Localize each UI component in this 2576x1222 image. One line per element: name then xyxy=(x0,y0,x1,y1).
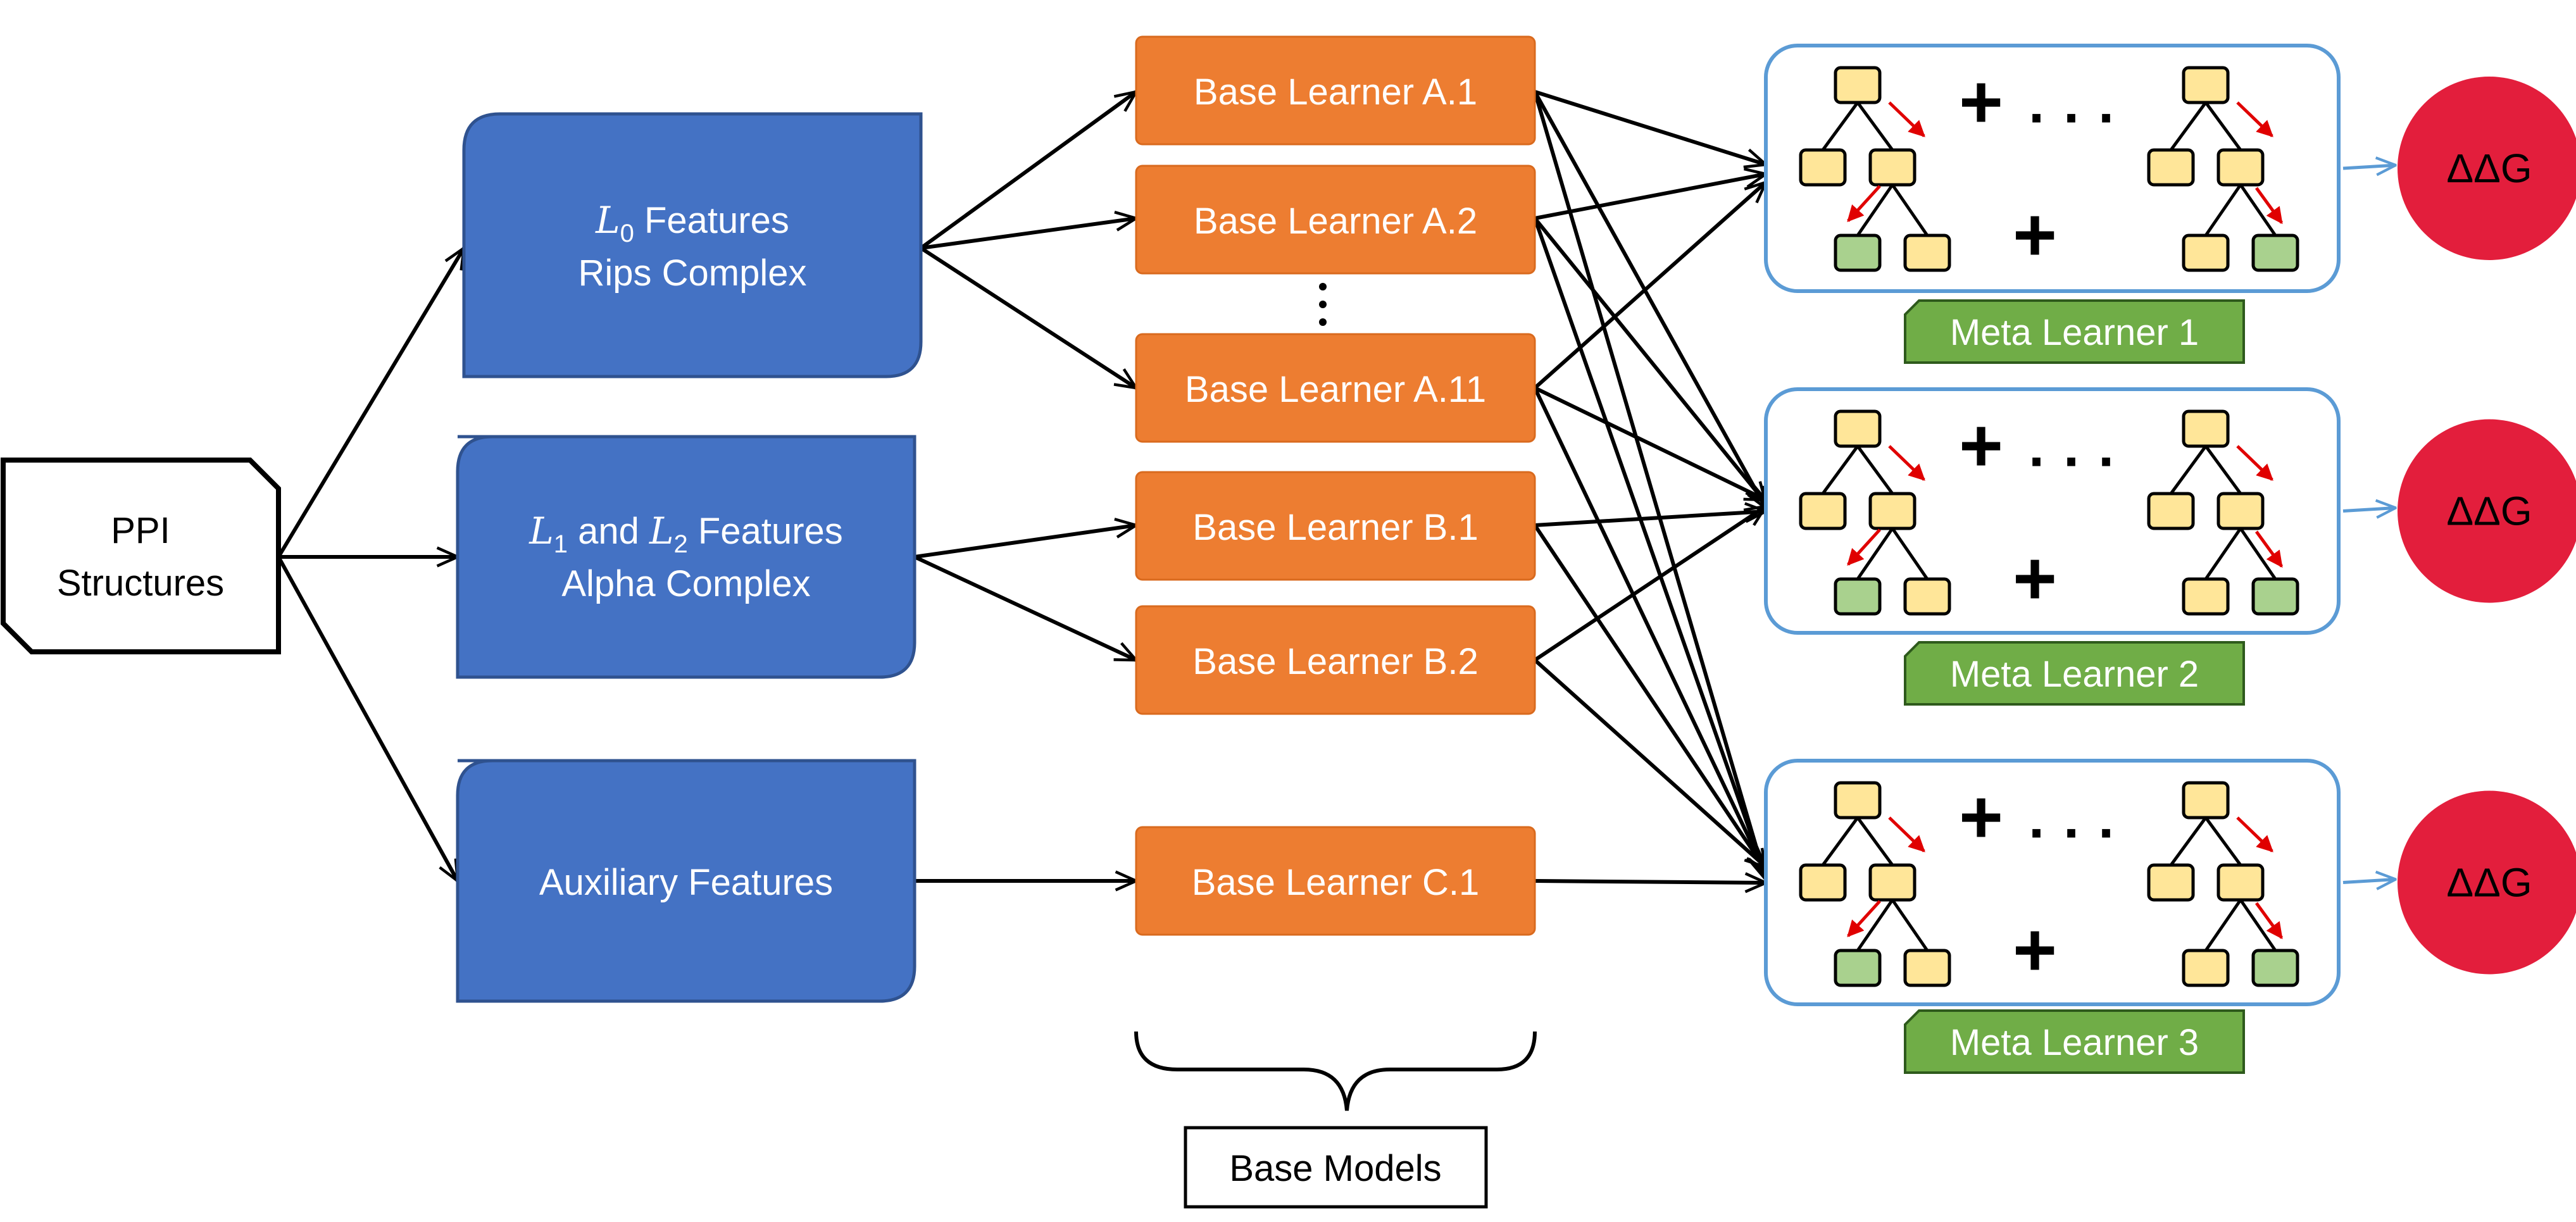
arrow-l1l2-to-b2 xyxy=(913,555,1136,662)
meta-learner-label-bg xyxy=(1904,1009,2245,1074)
feature-box-auxiliary: Auxiliary Features xyxy=(456,759,916,1003)
meta-learner-panel xyxy=(1764,759,2341,1006)
base-learner-a11: Base Learner A.11 xyxy=(1135,333,1536,443)
ppi-label-line2: Structures xyxy=(57,563,224,604)
feature-box-l1-l2: L1 and L2 Features Alpha Complex xyxy=(456,435,916,679)
plus-symbol: + xyxy=(2013,907,2057,992)
base-learner-b2: Base Learner B.2 xyxy=(1135,605,1536,715)
meta-learner-label: Meta Learner 2 xyxy=(1950,654,2199,695)
base-models-brace: Base Models xyxy=(1134,1031,1537,1209)
meta-learner-1: + · · · + Meta Learner 1 ΔΔG xyxy=(1764,44,2576,364)
plus-symbol: + xyxy=(1959,59,2003,144)
meta-learners: + · · · + Meta Learner 1 ΔΔG + · · · + Meta Lear… xyxy=(1764,44,2576,1074)
svg-text:Base Learner B.1: Base Learner B.1 xyxy=(1192,507,1478,548)
svg-text:Base Learner A.1: Base Learner A.1 xyxy=(1194,72,1477,113)
ellipsis-symbol: · · · xyxy=(2029,430,2117,494)
arrow-l0-to-a11 xyxy=(920,246,1136,388)
ddg-output-circle xyxy=(2398,77,2576,260)
arrow-l1l2-to-b1 xyxy=(914,525,1136,559)
tree-icon xyxy=(1799,409,1951,616)
base-models-label: Base Models xyxy=(1229,1148,1441,1189)
plus-symbol: + xyxy=(1959,775,2003,859)
ddg-output-label: ΔΔG xyxy=(2446,489,2532,534)
base-learner-a2: Base Learner A.2 xyxy=(1135,165,1536,275)
meta-learner-label: Meta Learner 3 xyxy=(1950,1022,2199,1063)
ellipsis-symbol: · · · xyxy=(2029,802,2117,865)
l0-symbol: L xyxy=(595,199,620,242)
meta-learner-panel xyxy=(1764,44,2341,293)
svg-text:Base Learner C.1: Base Learner C.1 xyxy=(1192,862,1480,903)
svg-text:Base Learner A.11: Base Learner A.11 xyxy=(1185,369,1486,410)
svg-text:Base Learner A.2: Base Learner A.2 xyxy=(1194,201,1477,242)
feature-box-l0: L0 Features Rips Complex xyxy=(462,112,923,378)
arrow-ppi-to-aux xyxy=(277,556,458,881)
l0-subscript: 0 xyxy=(620,220,634,247)
output-arrow xyxy=(2342,508,2396,511)
output-arrow xyxy=(2342,165,2396,168)
base-learner-c1: Base Learner C.1 xyxy=(1135,826,1536,936)
svg-text:L1 and L2 Features: L1 and L2 Features xyxy=(528,509,843,558)
rips-complex-label: Rips Complex xyxy=(578,253,807,294)
plus-symbol: + xyxy=(2013,192,2057,277)
ddg-output-label: ΔΔG xyxy=(2446,860,2532,906)
arrow-l0-to-a1 xyxy=(920,92,1136,250)
svg-text:Base Learner B.2: Base Learner B.2 xyxy=(1192,641,1478,682)
base-learners: Base Learner A.1 Base Learner A.2 Base L… xyxy=(1135,35,1536,936)
meta-learner-2: + · · · + Meta Learner 2 ΔΔG xyxy=(1764,387,2576,706)
ddg-output-label: ΔΔG xyxy=(2446,146,2532,191)
ddg-output-circle xyxy=(2398,790,2576,975)
tree-icon xyxy=(2147,781,2299,987)
base-learner-a1: Base Learner A.1 xyxy=(1135,35,1536,146)
ellipsis-symbol: · · · xyxy=(2029,87,2117,150)
tree-icon xyxy=(1799,781,1951,987)
ddg-output-circle xyxy=(2398,419,2576,603)
auxiliary-features-label: Auxiliary Features xyxy=(539,862,833,903)
meta-learner-label-bg xyxy=(1904,299,2245,364)
base-learner-b1: Base Learner B.1 xyxy=(1135,471,1536,581)
plus-symbol: + xyxy=(1959,403,2003,488)
meta-learner-panel xyxy=(1764,387,2341,635)
connector-arrows xyxy=(277,92,1766,883)
alpha-complex-label: Alpha Complex xyxy=(561,563,810,604)
tree-icon xyxy=(1799,66,1951,272)
plus-symbol: + xyxy=(2013,536,2057,621)
ppi-structures-node: PPI Structures xyxy=(1,458,281,654)
output-arrow xyxy=(2342,880,2396,883)
svg-text:L0 Features: L0 Features xyxy=(595,199,789,247)
meta-learner-3: + · · · + Meta Learner 3 ΔΔG xyxy=(1764,759,2576,1074)
vertical-ellipsis-icon xyxy=(1319,283,1327,326)
tree-icon xyxy=(2147,409,2299,616)
tree-icon xyxy=(2147,66,2299,272)
meta-learner-label: Meta Learner 1 xyxy=(1950,312,2199,353)
l0-features-text: Features xyxy=(634,200,789,241)
arrow-ppi-to-l0 xyxy=(277,248,464,558)
arrow-l0-to-a2 xyxy=(920,218,1136,250)
ppi-label-line1: PPI xyxy=(111,510,170,551)
meta-learner-label-bg xyxy=(1904,641,2245,706)
